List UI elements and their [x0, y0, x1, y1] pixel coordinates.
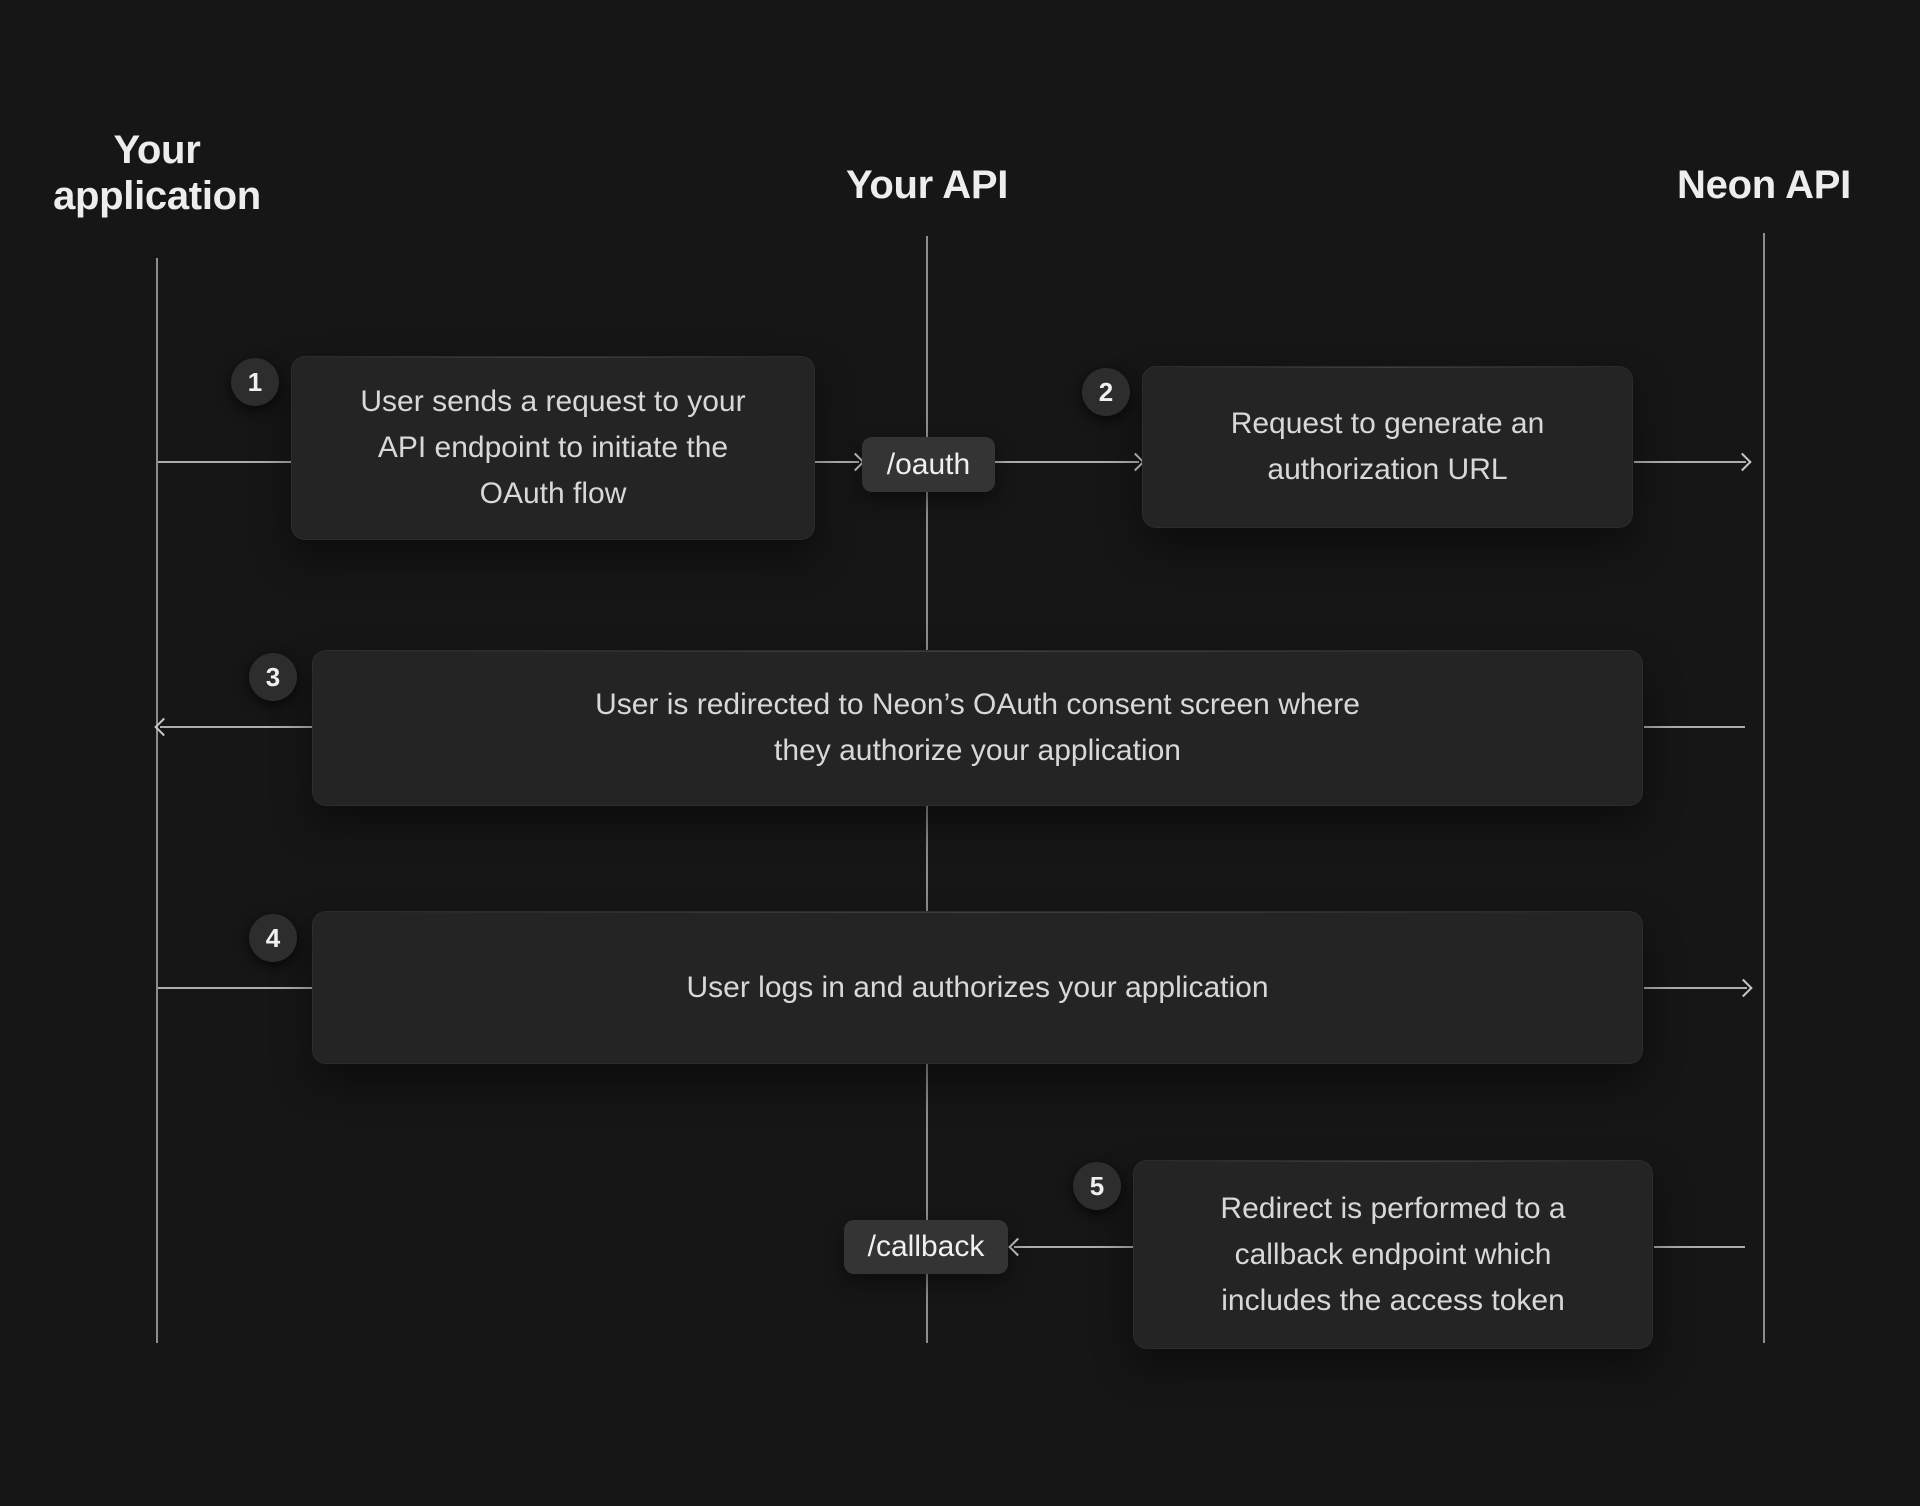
step4-card: User logs in and authorizes your applica… — [312, 911, 1643, 1064]
actor-neon-api: Neon API — [1677, 163, 1851, 207]
step1-card: User sends a request to your API endpoin… — [291, 356, 815, 540]
endpoint-chip-oauth: /oauth — [862, 437, 995, 492]
step5-card: Redirect is performed to a callback endp… — [1133, 1160, 1653, 1349]
step4-line-from-application — [158, 987, 312, 989]
actor-your-application: Your application — [53, 128, 261, 218]
step2-arrow-to-neon-icon — [1634, 461, 1746, 463]
step2-text-line: Request to generate an — [1230, 407, 1545, 440]
step4-text-line: User logs in and authorizes your applica… — [686, 970, 1269, 1004]
step4-arrow-to-neon-icon — [1644, 987, 1747, 989]
step5-line-from-neon — [1654, 1246, 1745, 1248]
step3-arrow-to-application-icon — [160, 726, 312, 728]
step3-text-line: they authorize your application — [774, 734, 1181, 767]
step3-badge: 3 — [249, 653, 297, 701]
step2-card: Request to generate an authorization URL — [1142, 366, 1633, 528]
step4-badge: 4 — [249, 914, 297, 962]
step1-text-line: OAuth flow — [479, 477, 627, 510]
step1-badge: 1 — [231, 358, 279, 406]
step5-arrow-to-callback-icon — [1014, 1246, 1133, 1248]
step2-text-line: authorization URL — [1267, 453, 1508, 486]
step3-text-line: User is redirected to Neon’s OAuth conse… — [595, 688, 1360, 721]
step2-badge: 2 — [1082, 368, 1130, 416]
step1-line-from-application — [158, 461, 291, 463]
step5-text-line: includes the access token — [1221, 1283, 1565, 1317]
step1-arrow-from-oauth — [995, 461, 1139, 463]
step5-text-line: callback endpoint which — [1234, 1237, 1552, 1271]
actor-your-api: Your API — [845, 163, 1009, 207]
step5-text-line: Redirect is performed to a — [1220, 1191, 1566, 1225]
step5-badge: 5 — [1073, 1162, 1121, 1210]
step3-card: User is redirected to Neon’s OAuth conse… — [312, 650, 1643, 806]
lifeline-your-application — [156, 258, 158, 1343]
endpoint-chip-callback: /callback — [844, 1220, 1008, 1274]
step1-text-line: API endpoint to initiate the — [377, 431, 729, 464]
step1-text-line: User sends a request to your — [360, 385, 746, 418]
step3-line-from-neon — [1644, 726, 1745, 728]
lifeline-neon-api — [1763, 233, 1765, 1343]
step1-arrow-to-oauth-icon — [815, 461, 859, 463]
